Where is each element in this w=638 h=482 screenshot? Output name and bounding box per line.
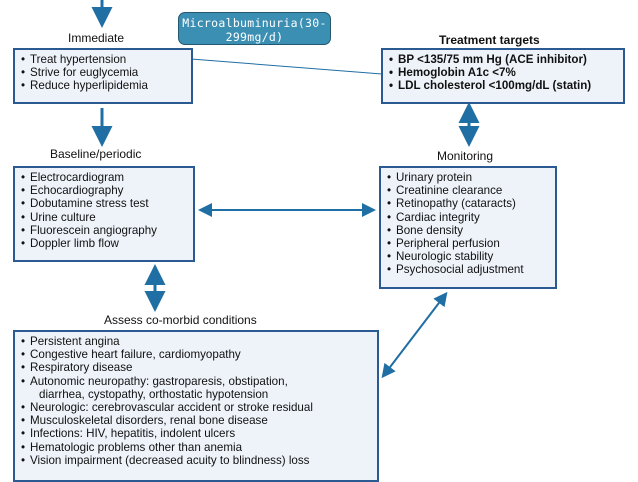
- list-item: •Musculoskeletal disorders, renal bone d…: [21, 414, 268, 428]
- list-item: •Vision impairment (decreased acuity to …: [21, 453, 310, 467]
- header-baseline: Baseline/periodic: [50, 147, 142, 161]
- box-baseline: •Electrocardiogram •Echocardiography •Do…: [13, 166, 195, 262]
- line-immediate-targets: [190, 58, 383, 75]
- header-treatment-targets: Treatment targets: [439, 33, 540, 47]
- list-item: •Congestive heart failure, cardiomyopath…: [21, 348, 241, 362]
- list-item: •Neurologic stability: [387, 250, 494, 264]
- list-item: •Fluorescein angiography: [21, 223, 157, 237]
- microalbuminuria-tag: Microalbuminuria(30-299mg/d): [178, 12, 331, 45]
- list-item: •Urine culture: [21, 210, 96, 224]
- box-monitoring: •Urinary protein •Creatinine clearance •…: [379, 166, 557, 289]
- box-treatment-targets: •BP <135/75 mm Hg (ACE inhibitor) •Hemog…: [381, 48, 625, 104]
- list-item: •LDL cholesterol <100mg/dL (statin): [389, 79, 592, 93]
- header-immediate: Immediate: [68, 31, 125, 45]
- list-item: •Strive for euglycemia: [21, 66, 139, 80]
- list-item: •Treat hypertension: [21, 53, 127, 66]
- list-item-continuation: diarrhea, cystopathy, orthostatic hypote…: [39, 387, 269, 401]
- list-item: •Autonomic neuropathy: gastroparesis, ob…: [21, 374, 288, 388]
- list-item: •Echocardiography: [21, 184, 124, 198]
- list-item: •Respiratory disease: [21, 361, 133, 375]
- list-item: •Dobutamine stress test: [21, 197, 149, 211]
- list-item: •Persistent angina: [21, 335, 120, 348]
- arrow-monitoring-comorbid: [381, 291, 448, 379]
- list-item: •BP <135/75 mm Hg (ACE inhibitor): [389, 53, 587, 66]
- list-item: •Neurologic: cerebrovascular accident or…: [21, 401, 313, 415]
- list-item: •Peripheral perfusion: [387, 237, 500, 251]
- list-item: •Hemoglobin A1c <7%: [389, 66, 516, 80]
- header-comorbid: Assess co-morbid conditions: [104, 313, 257, 327]
- list-item: •Psychosocial adjustment: [387, 263, 524, 277]
- header-monitoring: Monitoring: [437, 149, 494, 163]
- list-item: •Bone density: [387, 223, 464, 237]
- list-item: •Retinopathy (cataracts): [387, 197, 516, 211]
- list-item: •Electrocardiogram: [21, 171, 125, 184]
- list-item: •Reduce hyperlipidemia: [21, 79, 148, 93]
- box-comorbid: •Persistent angina •Congestive heart fai…: [13, 330, 379, 482]
- list-item: •Urinary protein: [387, 171, 473, 184]
- list-item: •Doppler limb flow: [21, 237, 119, 251]
- list-item: •Hematologic problems other than anemia: [21, 440, 243, 454]
- box-immediate: •Treat hypertension •Strive for euglycem…: [13, 48, 193, 104]
- list-item: •Creatinine clearance: [387, 184, 503, 198]
- list-item: •Infections: HIV, hepatitis, indolent ul…: [21, 427, 236, 441]
- list-item: •Cardiac integrity: [387, 210, 480, 224]
